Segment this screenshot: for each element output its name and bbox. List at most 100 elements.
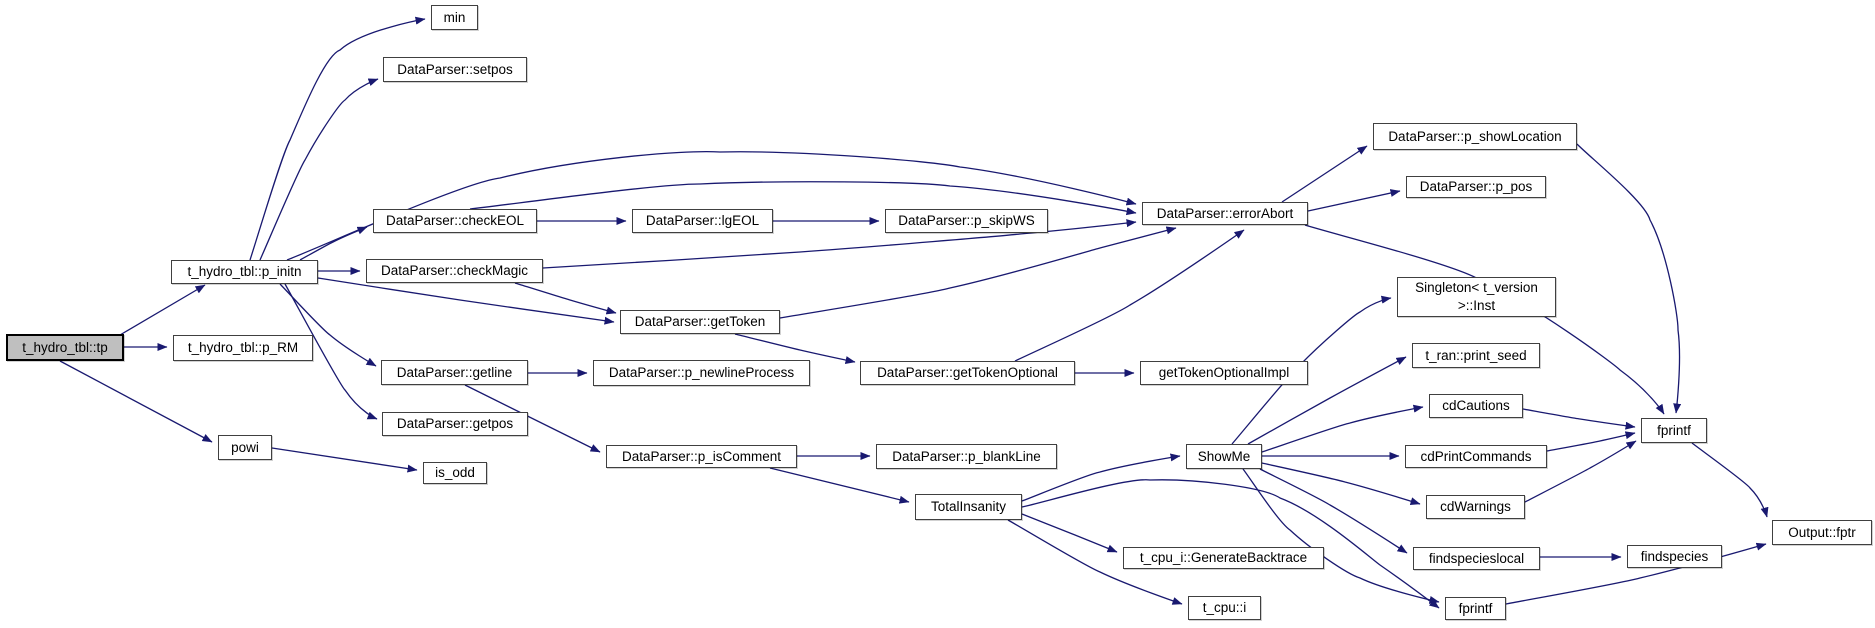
edge-cdCautions-fprintf_r: [1522, 408, 1636, 430]
node-checkMagic[interactable]: DataParser::checkMagic: [366, 259, 543, 283]
edge-checkMagic-getToken: [514, 282, 617, 315]
node-p_RM[interactable]: t_hydro_tbl::p_RM: [173, 335, 313, 361]
edge-p_initn-checkEOL: [299, 226, 368, 261]
edge-fprintf_b-fptr: [1505, 542, 1767, 605]
node-label: Singleton< t_version: [1415, 280, 1538, 296]
node-label: min: [443, 9, 466, 25]
node-label: getTokenOptionalImpl: [1158, 365, 1290, 381]
node-getline[interactable]: DataParser::getline: [381, 360, 528, 385]
node-p_blankLine[interactable]: DataParser::p_blankLine: [876, 444, 1057, 469]
node-Inst[interactable]: Singleton< t_version>::Inst: [1397, 277, 1556, 317]
node-label: DataParser::p_showLocation: [1388, 128, 1562, 144]
node-label: cdWarnings: [1440, 499, 1511, 515]
edge-getToken-errorAbort: [779, 226, 1177, 319]
edge-tp-powi: [59, 360, 213, 443]
edge-TotalInsanity-GenerateBacktrace: [1021, 513, 1118, 553]
node-tp[interactable]: t_hydro_tbl::tp: [6, 334, 124, 361]
node-label: DataParser::getToken: [634, 314, 766, 330]
edge-ShowMe-cdWarnings: [1261, 462, 1421, 505]
node-t_cpu_i[interactable]: t_cpu::i: [1188, 596, 1261, 620]
edge-checkEOL-errorAbort: [469, 181, 1137, 216]
edge-TotalInsanity-ShowMe: [1021, 453, 1181, 502]
node-label: t_hydro_tbl::p_RM: [187, 340, 299, 356]
node-p_showLocation[interactable]: DataParser::p_showLocation: [1373, 123, 1577, 150]
node-getToken[interactable]: DataParser::getToken: [620, 310, 780, 334]
node-label: t_cpu::i: [1202, 600, 1247, 616]
node-cdCautions[interactable]: cdCautions: [1429, 394, 1523, 418]
edge-ShowMe-print_seed: [1247, 356, 1407, 445]
edge-ShowMe-cdCautions: [1261, 404, 1424, 453]
node-p_isComment[interactable]: DataParser::p_isComment: [606, 445, 797, 468]
node-lgEOL[interactable]: DataParser::lgEOL: [632, 209, 773, 233]
node-errorAbort[interactable]: DataParser::errorAbort: [1142, 202, 1308, 225]
node-p_skipWS[interactable]: DataParser::p_skipWS: [885, 209, 1048, 233]
node-label: cdPrintCommands: [1420, 448, 1532, 464]
node-label: powi: [231, 439, 259, 455]
node-label: DataParser::lgEOL: [645, 213, 760, 229]
node-findspecies[interactable]: findspecies: [1627, 545, 1722, 568]
node-checkEOL[interactable]: DataParser::checkEOL: [373, 209, 537, 233]
node-label: DataParser::checkEOL: [385, 213, 525, 229]
edge-getTokenOptional-errorAbort: [1014, 229, 1245, 362]
edge-errorAbort-fprintf_r: [1304, 224, 1665, 415]
node-TotalInsanity[interactable]: TotalInsanity: [915, 494, 1022, 520]
edge-p_initn-errorAbort: [286, 151, 1137, 261]
node-label: DataParser::getline: [396, 364, 513, 380]
node-fprintf_r[interactable]: fprintf: [1641, 418, 1707, 443]
edge-cdPrintCommands-fprintf_r: [1546, 431, 1636, 452]
edge-checkMagic-errorAbort: [542, 219, 1137, 269]
node-getTokenOptional[interactable]: DataParser::getTokenOptional: [860, 361, 1075, 385]
node-ShowMe[interactable]: ShowMe: [1186, 444, 1262, 469]
node-is_odd[interactable]: is_odd: [423, 462, 487, 484]
node-min[interactable]: min: [431, 5, 478, 30]
node-label: DataParser::p_skipWS: [898, 213, 1035, 229]
edge-ShowMe-fprintf_b: [1242, 468, 1440, 604]
edge-errorAbort-p_showLocation: [1281, 145, 1368, 203]
node-label: t_ran::print_seed: [1425, 347, 1527, 363]
edge-TotalInsanity-fprintf_b: [1021, 479, 1440, 609]
edge-powi-is_odd: [271, 447, 418, 473]
node-getTokenOptionalImpl[interactable]: getTokenOptionalImpl: [1140, 361, 1308, 385]
node-powi[interactable]: powi: [218, 435, 272, 460]
node-GenerateBacktrace[interactable]: t_cpu_i::GenerateBacktrace: [1123, 547, 1324, 569]
node-label: DataParser::checkMagic: [380, 263, 529, 279]
edge-p_initn-setpos: [259, 78, 379, 261]
node-label: cdCautions: [1442, 398, 1510, 414]
node-cdPrintCommands[interactable]: cdPrintCommands: [1405, 445, 1547, 468]
node-label: DataParser::getpos: [396, 416, 514, 432]
node-label: findspecies: [1640, 548, 1709, 564]
edge-cdWarnings-fprintf_r: [1524, 440, 1637, 503]
node-label: is_odd: [435, 465, 475, 481]
node-label: t_hydro_tbl::tp: [22, 339, 108, 355]
node-p_pos[interactable]: DataParser::p_pos: [1406, 176, 1546, 198]
node-findspecieslocal[interactable]: findspecieslocal: [1413, 547, 1540, 570]
node-label: DataParser::getTokenOptional: [877, 365, 1058, 381]
node-label: DataParser::p_isComment: [621, 448, 782, 464]
edge-fprintf_r-fptr: [1691, 442, 1769, 518]
node-label: ShowMe: [1197, 448, 1251, 464]
edge-ShowMe-findspecieslocal: [1259, 468, 1408, 554]
edge-p_isComment-TotalInsanity: [769, 467, 910, 504]
node-label: TotalInsanity: [930, 499, 1007, 515]
node-cdWarnings[interactable]: cdWarnings: [1426, 495, 1525, 519]
node-fptr[interactable]: Output::fptr: [1772, 520, 1872, 545]
node-label: DataParser::setpos: [397, 61, 513, 77]
node-label: >::Inst: [1457, 298, 1496, 313]
node-print_seed[interactable]: t_ran::print_seed: [1412, 343, 1540, 368]
node-fprintf_b[interactable]: fprintf: [1445, 597, 1506, 620]
node-setpos[interactable]: DataParser::setpos: [383, 57, 527, 82]
node-p_newlineProcess[interactable]: DataParser::p_newlineProcess: [593, 360, 810, 386]
node-label: DataParser::p_newlineProcess: [608, 365, 795, 381]
node-label: DataParser::errorAbort: [1156, 205, 1294, 221]
node-getpos[interactable]: DataParser::getpos: [382, 412, 528, 436]
edge-p_initn-getpos: [284, 283, 378, 420]
edge-TotalInsanity-t_cpu_i: [1007, 519, 1183, 605]
node-label: fprintf: [1657, 422, 1691, 438]
node-label: fprintf: [1458, 600, 1493, 616]
edge-p_initn-getToken: [317, 277, 615, 325]
edge-getline-p_isComment: [464, 384, 601, 453]
edge-getToken-getTokenOptional: [734, 333, 856, 364]
node-p_initn[interactable]: t_hydro_tbl::p_initn: [171, 260, 318, 284]
